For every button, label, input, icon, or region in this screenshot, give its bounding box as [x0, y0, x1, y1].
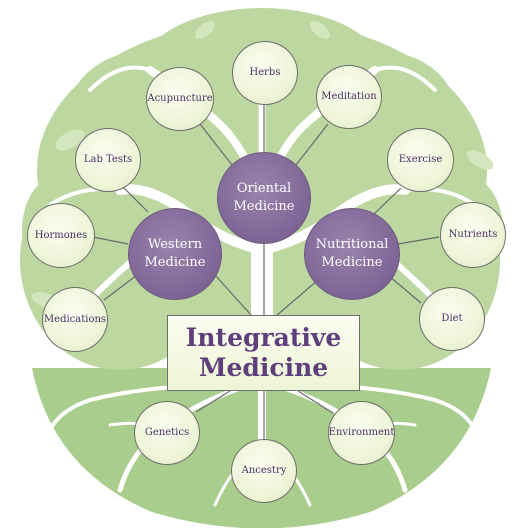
node-herbs-label: Herbs: [249, 67, 281, 79]
node-exercise: Exercise: [387, 128, 454, 192]
node-environment: Environment: [328, 401, 395, 465]
node-exercise-label: Exercise: [398, 154, 443, 166]
connector-nutritional-center: [275, 279, 319, 317]
connector-exercise: [373, 187, 402, 215]
connector-medications: [103, 274, 138, 301]
connector-diet: [388, 275, 422, 304]
category-western-label: Western Medicine: [144, 237, 206, 270]
node-environment-label: Environment: [328, 427, 395, 439]
category-western-medicine: Western Medicine: [128, 208, 222, 300]
center-label: Integrative Medicine: [185, 323, 342, 382]
node-acupuncture-label: Acupuncture: [147, 93, 213, 105]
node-diet: Diet: [419, 287, 485, 351]
node-meditation: Meditation: [316, 65, 382, 129]
connector-acupuncture: [199, 123, 237, 171]
connector-hormones: [92, 236, 129, 245]
node-genetics: Genetics: [134, 401, 200, 465]
connector-genetics: [195, 390, 231, 413]
center-integrative-medicine: Integrative Medicine: [167, 315, 360, 391]
category-nutritional-label: Nutritional Medicine: [315, 237, 389, 270]
node-diet-label: Diet: [441, 313, 463, 325]
node-medications-label: Medications: [43, 313, 107, 325]
node-lab-tests: Lab Tests: [75, 128, 141, 192]
node-ancestry-label: Ancestry: [241, 465, 287, 477]
node-medications: Medications: [42, 287, 108, 352]
node-hormones: Hormones: [27, 203, 95, 268]
connector-lab-tests: [121, 185, 149, 213]
node-ancestry: Ancestry: [231, 439, 297, 503]
connector-western-center: [214, 274, 253, 317]
connector-environment: [297, 390, 334, 414]
node-hormones-label: Hormones: [34, 229, 88, 241]
node-nutrients: Nutrients: [440, 202, 506, 268]
node-herbs: Herbs: [232, 41, 298, 105]
node-nutrients-label: Nutrients: [448, 229, 498, 241]
connector-meditation: [291, 123, 329, 171]
category-oriental-medicine: Oriental Medicine: [217, 152, 311, 244]
node-lab-tests-label: Lab Tests: [83, 154, 133, 166]
category-nutritional-medicine: Nutritional Medicine: [304, 208, 400, 300]
connector-nutrients: [397, 236, 440, 245]
connectors: [92, 102, 440, 440]
node-meditation-label: Meditation: [321, 91, 377, 103]
node-acupuncture: Acupuncture: [146, 67, 214, 131]
node-genetics-label: Genetics: [144, 427, 190, 439]
category-oriental-label: Oriental Medicine: [233, 181, 295, 214]
